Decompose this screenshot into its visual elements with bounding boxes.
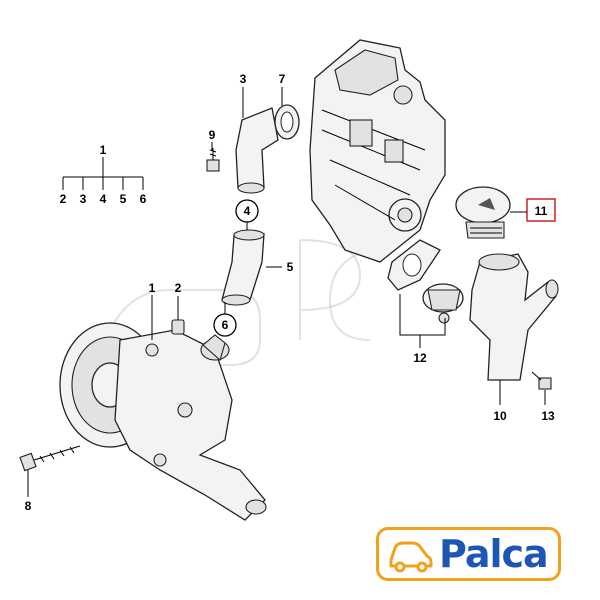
car-icon (389, 541, 433, 573)
callout-6: 6 (222, 318, 229, 332)
engine-block (309, 39, 446, 263)
callout-5: 5 (287, 260, 294, 274)
callout-3: 3 (240, 72, 247, 86)
callout-11: 11 (535, 204, 548, 218)
brand-name: Palca (439, 532, 549, 576)
callout-13: 13 (541, 409, 555, 423)
callout-8: 8 (25, 499, 32, 513)
leader-lines (27, 87, 546, 497)
thermostat-12 (387, 239, 464, 324)
highlight-box-11 (526, 198, 556, 222)
callout-6-group: 6 (140, 192, 147, 206)
callout-4: 4 (244, 204, 251, 218)
callout-10: 10 (493, 409, 507, 423)
callout-3-group: 3 (80, 192, 87, 206)
callout-labels: 1 2 3 4 5 6 3 7 9 4 5 6 1 2 8 11 12 10 1… (25, 72, 555, 513)
callout-7: 7 (279, 72, 286, 86)
callout-12: 12 (413, 351, 427, 365)
bolt-13 (531, 371, 552, 390)
callout-1: 1 (149, 281, 156, 295)
callout-2-group: 2 (60, 192, 67, 206)
callout-5-group: 5 (120, 192, 127, 206)
elbow-3 (235, 107, 279, 189)
watermark (109, 239, 371, 366)
water-pump-1 (59, 322, 267, 521)
callout-4-group: 4 (100, 192, 107, 206)
callout-1-group: 1 (100, 143, 107, 157)
bolt-8 (19, 445, 81, 472)
callout-2: 2 (175, 281, 182, 295)
brand-logo: Palca (376, 520, 581, 588)
hose-5 (221, 233, 265, 301)
callout-9: 9 (209, 128, 216, 142)
bolt-9 (206, 148, 220, 172)
housing-10 (469, 253, 557, 381)
filler-cap-11 (455, 186, 511, 239)
logo-badge: Palca (376, 527, 561, 581)
sleeve-2 (171, 319, 185, 335)
